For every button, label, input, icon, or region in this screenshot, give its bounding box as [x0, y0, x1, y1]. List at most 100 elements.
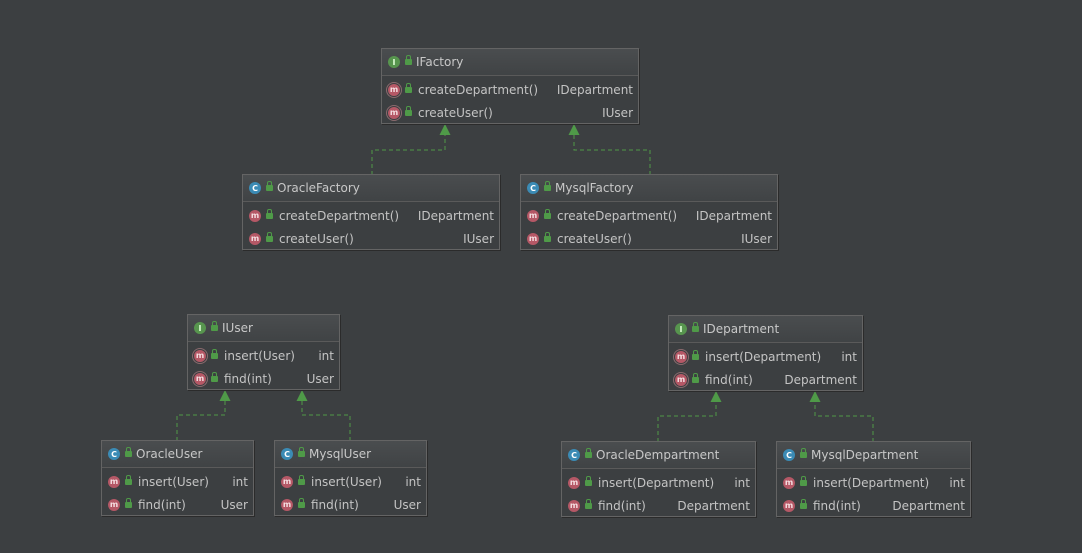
arrowhead-idepartment-left	[710, 391, 722, 402]
public-lock-icon	[211, 348, 218, 359]
member-row[interactable]: m insert(Department) int	[562, 471, 755, 494]
member-name: find(int)	[705, 372, 753, 387]
member-row[interactable]: m find(int) User	[188, 367, 339, 390]
member-type: int	[949, 475, 965, 490]
node-mysqldepartment[interactable]: C MysqlDepartment m insert(Department) i…	[776, 441, 971, 517]
member-row[interactable]: m find(int) Department	[777, 494, 970, 517]
member-type: IUser	[741, 231, 772, 246]
arrowhead-iuser-left	[219, 390, 231, 401]
member-row[interactable]: m find(int) User	[102, 493, 253, 516]
node-title: IDepartment	[703, 322, 780, 336]
member-row[interactable]: m createDepartment() IDepartment	[243, 204, 499, 227]
node-idepartment[interactable]: I IDepartment m insert(Department) int m…	[668, 315, 863, 391]
method-icon: m	[527, 232, 539, 245]
public-lock-icon	[800, 475, 807, 486]
class-icon: C	[783, 449, 795, 461]
member-name: createDepartment()	[418, 82, 539, 97]
abstract-method-icon: m	[388, 83, 400, 96]
class-icon: C	[249, 182, 261, 194]
node-oraclefactory[interactable]: C OracleFactory m createDepartment() IDe…	[242, 174, 500, 250]
member-name: insert(User)	[138, 474, 209, 489]
node-header: I IUser	[188, 315, 339, 342]
edge-mysqlfactory-ifactory	[573, 135, 651, 175]
method-icon: m	[568, 499, 580, 512]
method-icon: m	[281, 498, 293, 511]
member-name: insert(Department)	[598, 475, 715, 490]
member-row[interactable]: m insert(Department) int	[669, 345, 862, 368]
public-lock-icon	[692, 372, 699, 383]
public-lock-icon	[266, 181, 273, 191]
node-oracleuser[interactable]: C OracleUser m insert(User) int m find(i…	[101, 440, 254, 516]
public-lock-icon	[125, 497, 132, 508]
edge-oraclefactory-ifactory	[371, 135, 446, 175]
member-name: createUser()	[279, 231, 354, 246]
node-oracledempartment[interactable]: C OracleDempartment m insert(Department)…	[561, 441, 756, 517]
arrowhead-ifactory-right	[568, 124, 580, 135]
node-ifactory[interactable]: I IFactory m createDepartment() IDepartm…	[381, 48, 639, 124]
public-lock-icon	[405, 82, 412, 93]
member-row[interactable]: m find(int) Department	[562, 494, 755, 517]
node-header: C MysqlUser	[275, 441, 426, 468]
public-lock-icon	[298, 447, 305, 457]
member-name: find(int)	[138, 497, 186, 512]
public-lock-icon	[266, 208, 273, 219]
member-name: find(int)	[224, 371, 272, 386]
member-row[interactable]: m insert(User) int	[275, 470, 426, 493]
node-iuser[interactable]: I IUser m insert(User) int m find(int) U…	[187, 314, 340, 390]
arrowhead-iuser-right	[296, 390, 308, 401]
member-name: createUser()	[418, 105, 493, 120]
member-name: insert(User)	[311, 474, 382, 489]
node-title: IUser	[222, 321, 253, 335]
edge-oracledempartment-idepartment	[657, 402, 717, 442]
node-header: C OracleFactory	[243, 175, 499, 202]
member-name: find(int)	[598, 498, 646, 513]
public-lock-icon	[211, 321, 218, 331]
member-type: int	[405, 474, 421, 489]
member-row[interactable]: m insert(User) int	[102, 470, 253, 493]
member-row[interactable]: m createDepartment() IDepartment	[521, 204, 777, 227]
public-lock-icon	[544, 231, 551, 242]
method-icon: m	[249, 209, 261, 222]
member-type: Department	[677, 498, 750, 513]
member-name: insert(Department)	[705, 349, 822, 364]
public-lock-icon	[405, 55, 412, 65]
member-row[interactable]: m find(int) User	[275, 493, 426, 516]
member-row[interactable]: m find(int) Department	[669, 368, 862, 391]
public-lock-icon	[585, 498, 592, 509]
member-row[interactable]: m createUser() IUser	[521, 227, 777, 250]
class-icon: C	[108, 448, 120, 460]
node-title: OracleUser	[136, 447, 203, 461]
public-lock-icon	[692, 322, 699, 332]
member-row[interactable]: m insert(Department) int	[777, 471, 970, 494]
public-lock-icon	[125, 474, 132, 485]
class-icon: C	[568, 449, 580, 461]
public-lock-icon	[800, 498, 807, 509]
member-type: User	[220, 497, 248, 512]
method-icon: m	[108, 475, 120, 488]
node-title: OracleFactory	[277, 181, 360, 195]
member-type: int	[841, 349, 857, 364]
member-name: insert(Department)	[813, 475, 930, 490]
node-header: C OracleDempartment	[562, 442, 755, 469]
member-row[interactable]: m createDepartment() IDepartment	[382, 78, 638, 101]
method-icon: m	[281, 475, 293, 488]
edge-oracleuser-iuser	[176, 401, 226, 441]
node-mysqluser[interactable]: C MysqlUser m insert(User) int m find(in…	[274, 440, 427, 516]
method-icon: m	[527, 209, 539, 222]
member-row[interactable]: m createUser() IUser	[243, 227, 499, 250]
method-icon: m	[783, 499, 795, 512]
node-header: I IDepartment	[669, 316, 862, 343]
member-row[interactable]: m insert(User) int	[188, 344, 339, 367]
node-title: MysqlFactory	[555, 181, 634, 195]
arrowhead-idepartment-right	[809, 391, 821, 402]
method-icon: m	[108, 498, 120, 511]
node-mysqlfactory[interactable]: C MysqlFactory m createDepartment() IDep…	[520, 174, 778, 250]
method-icon: m	[783, 476, 795, 489]
abstract-method-icon: m	[388, 106, 400, 119]
node-header: C MysqlDepartment	[777, 442, 970, 469]
member-type: IDepartment	[695, 208, 772, 223]
member-name: find(int)	[813, 498, 861, 513]
member-type: Department	[892, 498, 965, 513]
member-row[interactable]: m createUser() IUser	[382, 101, 638, 124]
